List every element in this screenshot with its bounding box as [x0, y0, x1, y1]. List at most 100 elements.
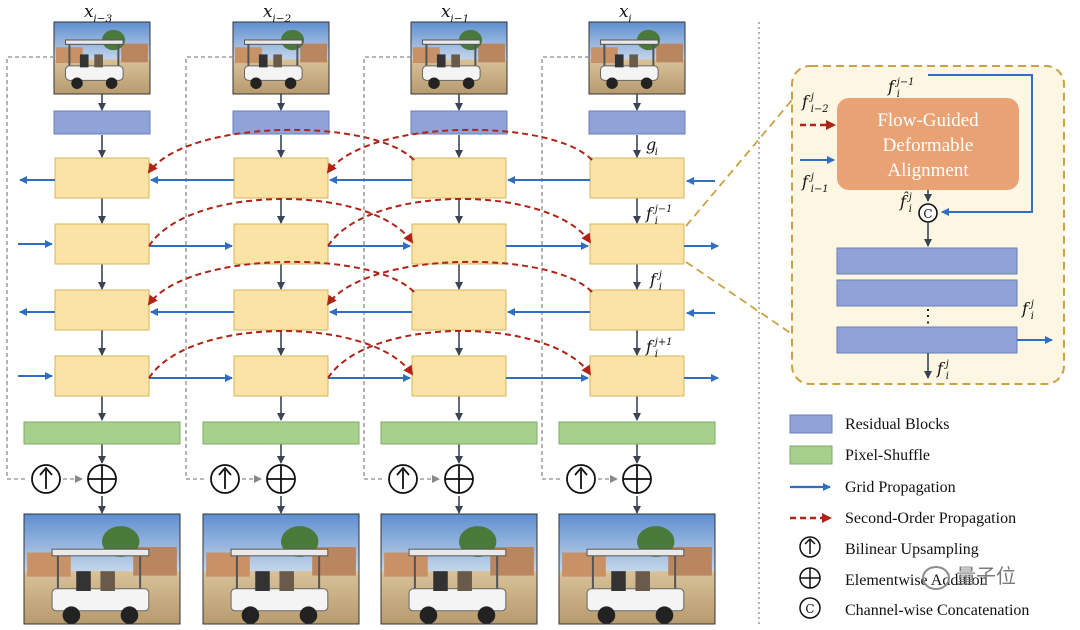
photo-cart-post	[247, 44, 250, 66]
legend-item-second: Second-Order Propagation	[790, 510, 1016, 527]
legend-label: Second-Order Propagation	[845, 510, 1016, 527]
feature-block	[589, 355, 685, 397]
feature-block	[411, 289, 507, 331]
zoom-guide-line	[685, 99, 793, 227]
output-frame-0	[23, 513, 181, 625]
legend-item-grid: Grid Propagation	[790, 479, 956, 496]
photo-cart-roof	[65, 39, 124, 45]
bypass-arrow	[928, 74, 1033, 216]
photo-border	[558, 513, 716, 625]
skip-connection-3	[541, 56, 589, 480]
photo-cart-post	[413, 555, 416, 589]
photo-wheel	[655, 606, 674, 624]
output-frame-1	[202, 513, 360, 625]
legend-label: Grid Propagation	[845, 479, 956, 496]
feature-block	[54, 289, 150, 331]
photo-ruins-right	[656, 43, 684, 63]
legend-concat-symbol: C	[805, 602, 814, 616]
bilinear-upsample-icon	[388, 464, 418, 494]
photo-person	[76, 571, 91, 591]
feature-block	[233, 157, 329, 199]
photo-cart-roof	[586, 548, 685, 557]
legend-item-elementwise: Elementwise Addition	[799, 567, 988, 589]
second-order-arrow	[148, 330, 414, 379]
input-frame-0	[53, 21, 151, 95]
feature-block	[54, 355, 150, 397]
photo-cart-body	[51, 588, 150, 612]
frame-label-0: xi−3	[84, 2, 113, 25]
residual-block	[410, 110, 508, 135]
photo-person	[258, 54, 268, 68]
bilinear-upsample-icon	[566, 464, 596, 494]
frame-label-3: xi	[619, 2, 632, 25]
watermark: 量子位	[922, 560, 1062, 594]
photo-person	[614, 54, 624, 68]
photo-person	[273, 54, 282, 68]
photo-ruins	[562, 552, 606, 577]
legend-label: Bilinear Upsampling	[845, 541, 979, 558]
input-frame-3	[588, 21, 686, 95]
photo-wheel	[71, 77, 83, 89]
feature-block	[589, 289, 685, 331]
photo-ruins	[27, 552, 71, 577]
photo-ruins	[206, 552, 250, 577]
second-order-arrow	[326, 128, 593, 174]
legend-label: Residual Blocks	[845, 416, 949, 433]
bilinear-upsample-icon	[210, 464, 240, 494]
photo-cart-post	[674, 555, 677, 589]
photo-cart-post	[603, 44, 606, 66]
photo-wheel	[428, 77, 440, 89]
feature-block	[54, 157, 150, 199]
photo-wheel	[597, 606, 616, 624]
photo-cart-body	[230, 588, 329, 612]
photo-cart-body	[586, 588, 685, 612]
photo-cart-roof	[600, 39, 659, 45]
photo-person	[436, 54, 446, 68]
legend-label: Pixel-Shuffle	[845, 447, 930, 464]
photo-cart-roof	[51, 548, 150, 557]
photo-cart-body	[600, 65, 659, 81]
photo-wheel	[477, 606, 496, 624]
photo-person	[457, 571, 472, 591]
skip-connection-0	[6, 56, 54, 480]
photo-person	[611, 571, 626, 591]
input-frame-1	[232, 21, 330, 95]
photo-wheel	[62, 606, 81, 624]
photo-border	[202, 513, 360, 625]
photo-wheel	[120, 606, 139, 624]
legend-residual-swatch	[789, 414, 833, 434]
feature-block	[411, 157, 507, 199]
photo-cart-post	[117, 44, 120, 66]
photo-wheel	[640, 77, 653, 89]
photo-ruins-right	[300, 43, 328, 63]
photo-wheel	[284, 77, 297, 89]
photo-wheel	[250, 77, 262, 89]
photo-cart-body	[408, 588, 507, 612]
input-frame-2	[410, 21, 508, 95]
skip-connection-2	[363, 56, 411, 480]
photo-person	[433, 571, 448, 591]
photo-cart-post	[68, 44, 71, 66]
photo-person	[100, 571, 115, 591]
photo-cart-post	[591, 555, 594, 589]
wechat-icon	[922, 565, 950, 590]
elementwise-add-icon	[266, 464, 296, 494]
photo-wheel	[462, 77, 475, 89]
second-order-arrow	[327, 330, 592, 379]
photo-cart-post	[318, 555, 321, 589]
photo-wheel	[241, 606, 260, 624]
concat-symbol: C	[923, 207, 932, 221]
dots: ⋮	[919, 306, 937, 327]
second-order-arrow	[327, 198, 592, 247]
output-frame-3	[558, 513, 716, 625]
photo-cart-roof	[244, 39, 303, 45]
photo-ruins-right	[478, 43, 506, 63]
